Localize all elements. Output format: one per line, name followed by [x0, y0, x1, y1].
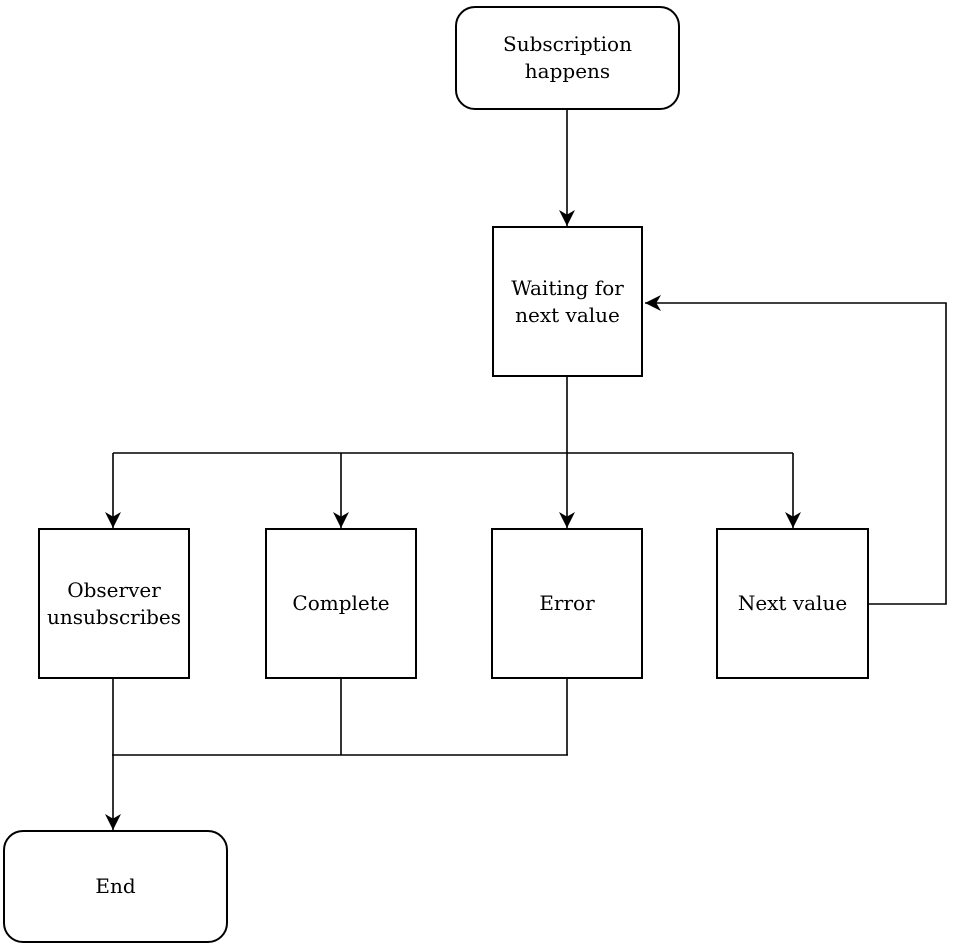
- node-end-label: End: [95, 874, 136, 898]
- node-waiting-for-next-value-label: Waiting for next value: [511, 275, 624, 327]
- node-end: End: [3, 830, 228, 943]
- connector-next-value-to-waiting: [645, 295, 947, 605]
- node-waiting-for-next-value: Waiting for next value: [492, 226, 643, 377]
- node-complete: Complete: [265, 528, 417, 679]
- node-observer-unsubscribes-label: Observer unsubscribes: [46, 577, 182, 629]
- node-observer-unsubscribes: Observer unsubscribes: [38, 528, 190, 679]
- node-subscription-happens: Subscription happens: [455, 6, 680, 110]
- node-next-value-label: Next value: [737, 591, 848, 615]
- node-subscription-happens-label: Subscription happens: [503, 32, 632, 83]
- node-error: Error: [491, 528, 643, 679]
- node-error-label: Error: [539, 591, 595, 615]
- node-next-value: Next value: [716, 528, 869, 679]
- node-complete-label: Complete: [292, 591, 390, 615]
